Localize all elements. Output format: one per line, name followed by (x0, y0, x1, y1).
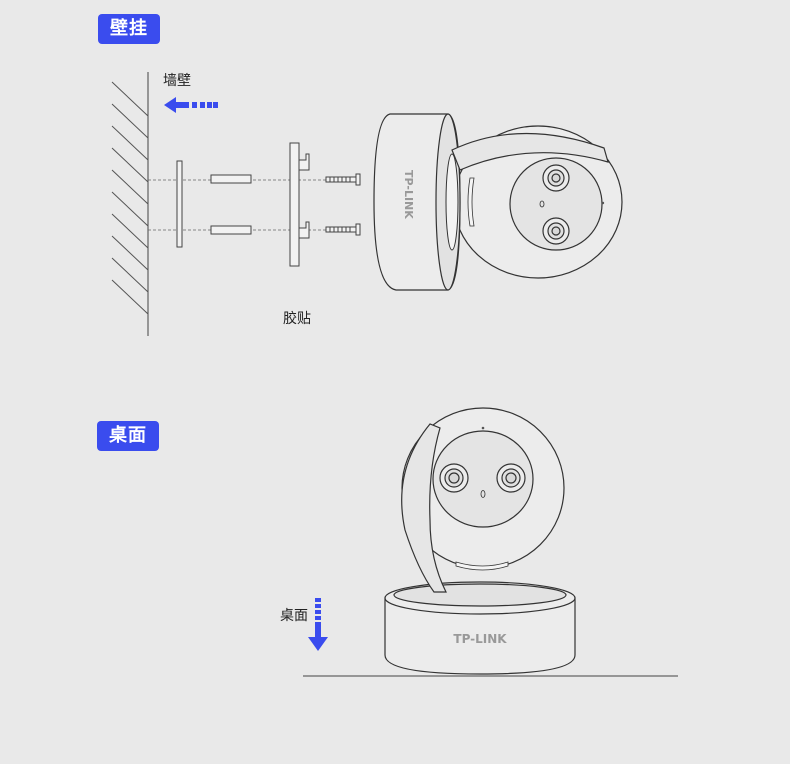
desk-label: 桌面 (280, 608, 308, 624)
camera-desk-view (384, 407, 576, 675)
camera-wall-view (373, 113, 623, 291)
brand-logo-desk: TP-LINK (453, 632, 507, 646)
mounting-plate (289, 142, 310, 267)
desktop-badge: 桌面 (97, 421, 159, 451)
screws (325, 173, 361, 236)
wall-label: 墙壁 (163, 73, 191, 89)
wall-anchors (210, 174, 252, 235)
wall-mount-badge: 壁挂 (98, 14, 160, 44)
adhesive-sticker (176, 160, 183, 248)
brand-logo-wall: TP-LINK (402, 170, 415, 219)
alignment-lines (148, 179, 330, 231)
adhesive-label: 胶贴 (283, 311, 311, 327)
arrow-down-icon (308, 598, 328, 651)
arrow-left-icon (164, 97, 218, 113)
wall-illustration (111, 72, 149, 336)
